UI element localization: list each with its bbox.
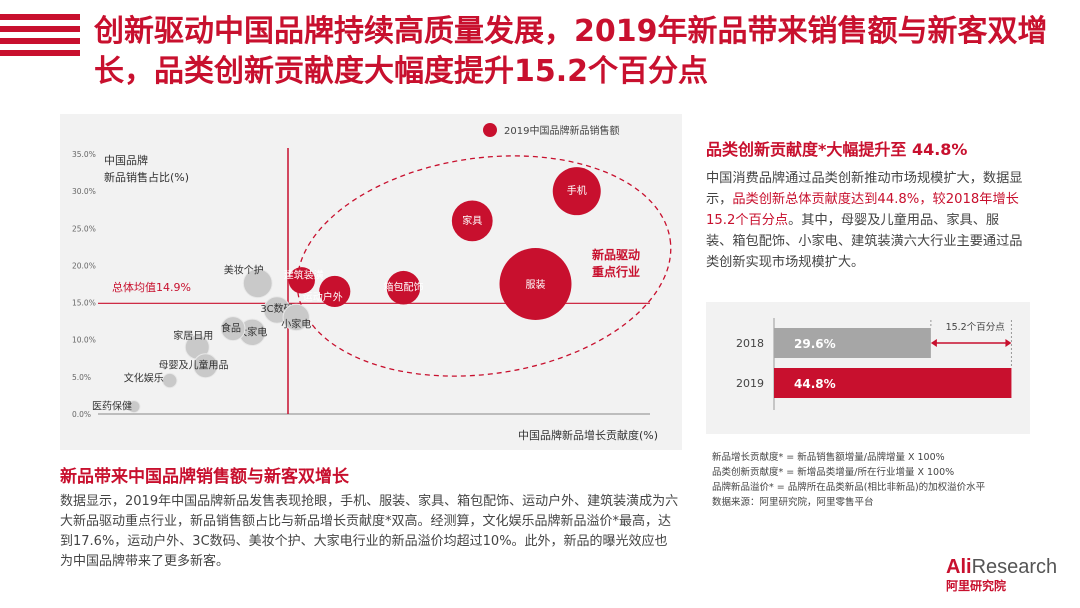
average-label: 总体均值14.9% <box>112 280 191 294</box>
bubble-chart: 0.0% 5.0% 10.0% 15.0% 20.0% 25.0% 30.0% 35.0% 中国… <box>72 123 672 442</box>
bar-value-label: 29.6% <box>794 337 836 351</box>
bubble-label: 医药保健 <box>92 400 132 413</box>
footnote: 新品增长贡献度* = 新品销售额增量/品牌增量 X 100% <box>712 452 945 463</box>
bubble-label: 箱包配饰 <box>384 281 424 294</box>
bubble-label: 食品 <box>221 322 241 335</box>
bubble-label: 母婴及儿童用品 <box>159 359 229 372</box>
right-text-part: 中国消费品牌通过品类创新推动市场规模扩大，数据显示， <box>706 171 1023 207</box>
y-tick-label: 15.0% <box>72 299 96 308</box>
bubble <box>451 200 493 242</box>
y-tick-label: 5.0% <box>72 373 91 382</box>
bar <box>774 328 931 358</box>
bubble <box>282 303 310 332</box>
y-axis-label: 中国品牌 <box>104 153 148 167</box>
bubble-label: 运动户外 <box>303 290 343 303</box>
y-tick-label: 0.0% <box>72 410 91 419</box>
page-title: 创新驱动中国品牌持续高质量发展，2019年新品带来销售额与新客双增长，品类创新贡… <box>94 14 1048 89</box>
right-text-highlight: 品类创新总体贡献度达到44.8%，较2018年增长15.2个百分点 <box>706 192 1019 228</box>
logo-cn: 阿里研究院 <box>946 579 1007 593</box>
bubble <box>193 353 218 379</box>
left-section-text: 数据显示，2019年中国品牌新品发售表现抢眼，手机、服装、家具、箱包配饰、运动户… <box>60 494 679 569</box>
bubble <box>127 400 141 414</box>
bubble <box>552 167 601 216</box>
highlight-label: 新品驱动 <box>592 247 640 262</box>
bubble-label: 文化娱乐 <box>124 372 164 385</box>
right-section-title: 品类创新贡献度*大幅提升至 44.8% <box>706 140 968 159</box>
x-axis-label: 中国品牌新品增长贡献度(%) <box>518 428 658 442</box>
y-tick-label: 30.0% <box>72 187 96 196</box>
y-axis-label: 新品销售占比(%) <box>104 170 189 184</box>
right-section-text: 中国消费品牌通过品类创新推动市场规模扩大，数据显示，品类创新总体贡献度达到44.… <box>706 168 1024 273</box>
bubble-label: 建筑装潢 <box>284 268 324 281</box>
bubble <box>386 270 421 305</box>
highlight-ellipse <box>296 155 672 377</box>
logo-research: Research <box>971 556 1058 578</box>
bubble <box>220 316 246 342</box>
bubble <box>499 248 572 320</box>
bubble <box>288 267 315 294</box>
left-section-title: 新品带来中国品牌销售额与新客双增长 <box>60 467 349 487</box>
y-tick-label: 10.0% <box>72 336 96 345</box>
legend-marker <box>483 123 497 137</box>
footnote: 品牌新品溢价* = 品牌所在品类新品(相比非新品)的加权溢价水平 <box>712 482 986 493</box>
bar-chart-panel: 2018 29.6% 2019 44.8% 15.2个百分点 <box>706 302 1030 434</box>
logo-ali: Ali <box>946 556 972 578</box>
bubble <box>319 275 351 308</box>
bubble-label: 家居日用 <box>173 329 213 342</box>
bar-category-label: 2019 <box>736 377 764 390</box>
y-tick-label: 25.0% <box>72 224 96 233</box>
bubble-label: 服装 <box>526 278 546 291</box>
bubble <box>162 372 178 389</box>
bar <box>774 368 1012 398</box>
bubble-label: 手机 <box>567 184 587 197</box>
legend-label: 2019中国品牌新品销售额 <box>504 124 619 137</box>
annotation-arrowhead <box>1005 339 1012 347</box>
annotation-label: 15.2个百分点 <box>946 322 1006 333</box>
title-decoration <box>0 14 80 62</box>
bubble-label: 美妆个护 <box>224 263 264 276</box>
bubble-label: 家具 <box>462 214 482 227</box>
bubble-chart-panel: 0.0% 5.0% 10.0% 15.0% 20.0% 25.0% 30.0% 35.0% 中国… <box>60 114 682 450</box>
y-tick-label: 20.0% <box>72 261 96 270</box>
y-tick-label: 35.0% <box>72 150 96 159</box>
footnote: 品类创新贡献度* = 新增品类增量/所在行业增量 X 100% <box>712 467 955 478</box>
bar-category-label: 2018 <box>736 337 764 350</box>
bubble-label: 小家电 <box>281 317 311 330</box>
bubble <box>242 268 273 299</box>
highlight-label: 重点行业 <box>592 264 640 279</box>
footnote: 数据来源：阿里研究院，阿里零售平台 <box>712 497 874 508</box>
bar-value-label: 44.8% <box>794 377 836 391</box>
bar-chart: 2018 29.6% 2019 44.8% 15.2个百分点 <box>736 318 1012 410</box>
right-text-part: 。其中，母婴及儿童用品、家具、服装、箱包配饰、小家电、建筑装潢六大行业主要通过品… <box>706 213 1023 270</box>
aliresearch-logo: AliResearch 阿里研究院 <box>946 556 1057 594</box>
footnotes: 新品增长贡献度* = 新品销售额增量/品牌增量 X 100% 品类创新贡献度* … <box>712 450 985 510</box>
annotation-arrowhead <box>930 339 937 347</box>
